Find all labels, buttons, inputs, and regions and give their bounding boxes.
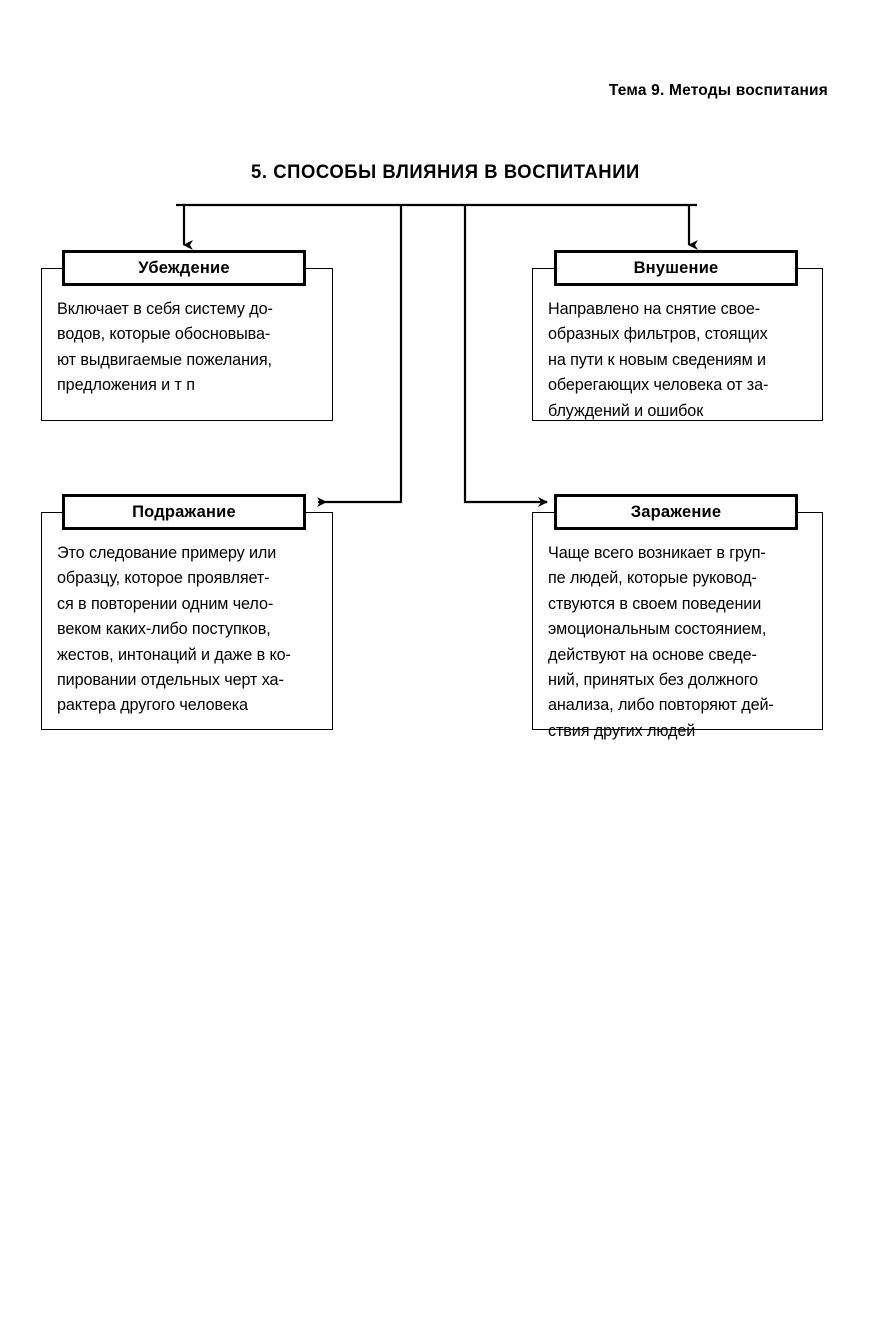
node-vnushenie-text: Направлено на снятие свое- образных филь… (548, 300, 769, 420)
node-vnushenie-body (532, 268, 823, 421)
node-zarazhenie-title: Заражение (554, 494, 798, 530)
node-zarazhenie-text: Чаще всего возникает в груп- пе людей, к… (548, 544, 774, 740)
running-head: Тема 9. Методы воспитания (608, 82, 828, 99)
node-podrazhanie-body (41, 512, 333, 730)
node-ubezhdenie-title: Убеждение (62, 250, 306, 286)
node-zarazhenie-body (532, 512, 823, 730)
node-ubezhdenie-text: Включает в себя систему до- водов, котор… (57, 300, 273, 395)
node-ubezhdenie-body (41, 268, 333, 421)
node-vnushenie-title: Внушение (554, 250, 798, 286)
node-podrazhanie-title: Подражание (62, 494, 306, 530)
page-title: 5. СПОСОБЫ ВЛИЯНИЯ В ВОСПИТАНИИ (0, 162, 890, 184)
node-podrazhanie-text: Это следование примеру или образцу, кото… (57, 544, 291, 715)
page-title-text: 5. СПОСОБЫ ВЛИЯНИЯ В ВОСПИТАНИИ (250, 162, 640, 183)
